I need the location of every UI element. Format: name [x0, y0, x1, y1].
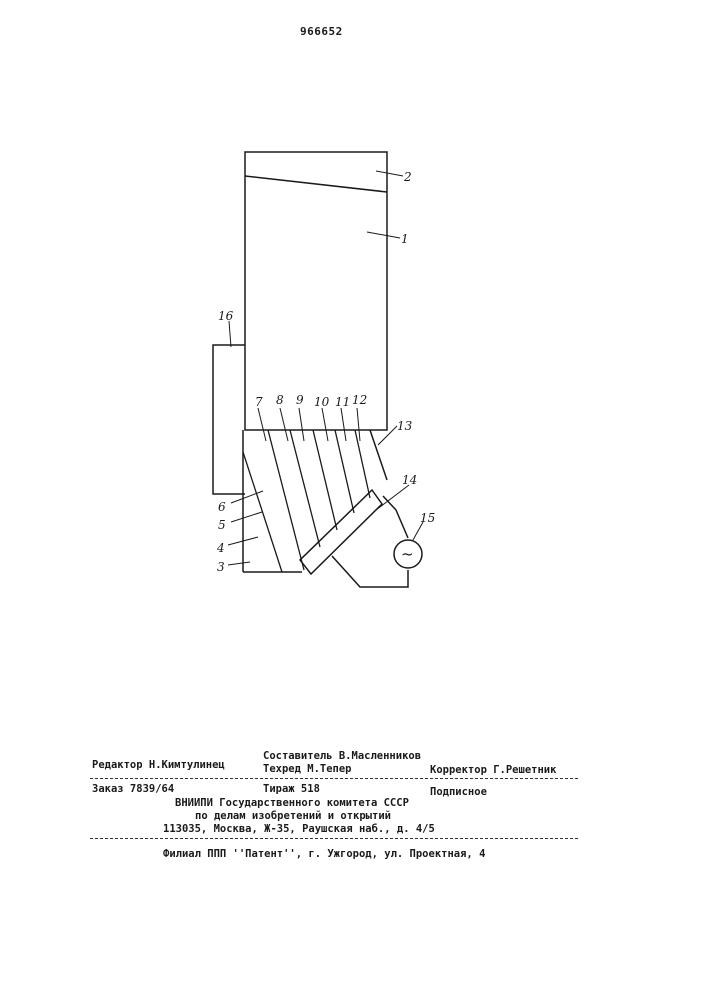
label-1: 1 — [401, 232, 409, 246]
ac-symbol: ~ — [401, 545, 414, 563]
label-6: 6 — [218, 500, 226, 514]
label-7: 7 — [255, 395, 263, 409]
subscription: Подписное — [430, 787, 487, 798]
org-line-1: ВНИИПИ Государственного комитета СССР — [175, 798, 409, 809]
label-12: 12 — [352, 393, 367, 407]
label-11: 11 — [335, 395, 350, 409]
org-line-2: по делам изобретений и открытий — [195, 811, 391, 822]
wire-bottom — [332, 556, 408, 587]
lower-right-wall — [370, 430, 387, 480]
label-10: 10 — [314, 395, 330, 409]
label-4: 4 — [216, 541, 225, 555]
top-plate-line — [245, 176, 387, 192]
corrector: Корректор Г.Решетник — [430, 765, 556, 776]
branch: Филиал ППП ''Патент'', г. Ужгород, ул. П… — [163, 849, 485, 860]
label-3: 3 — [217, 560, 225, 574]
label-5: 5 — [218, 518, 226, 532]
label-9: 9 — [296, 393, 304, 407]
label-15: 15 — [420, 511, 435, 525]
label-16: 16 — [218, 309, 234, 323]
label-8: 8 — [276, 393, 284, 407]
patent-drawing: 2 1 16 7 8 9 10 11 12 13 14 15 6 5 4 3 ~ — [0, 0, 707, 700]
editor: Редактор Н.Кимтулинец — [92, 760, 225, 771]
techred: Техред М.Тепер — [263, 764, 352, 775]
order: Заказ 7839/64 — [92, 784, 174, 795]
rule-2 — [90, 838, 578, 839]
circulation: Тираж 518 — [263, 784, 320, 795]
rule-1 — [90, 778, 578, 779]
leader-lines — [228, 171, 423, 565]
label-2: 2 — [403, 170, 412, 184]
label-13: 13 — [397, 419, 413, 433]
label-14: 14 — [402, 473, 417, 487]
address: 113035, Москва, Ж-35, Раушская наб., д. … — [163, 824, 435, 835]
electrode — [300, 490, 382, 574]
column-body — [245, 152, 387, 430]
side-box — [213, 345, 245, 494]
figure-labels: 2 1 16 7 8 9 10 11 12 13 14 15 6 5 4 3 ~ — [216, 170, 435, 574]
hatching — [243, 430, 370, 572]
compiler: Составитель В.Масленников — [263, 751, 421, 762]
